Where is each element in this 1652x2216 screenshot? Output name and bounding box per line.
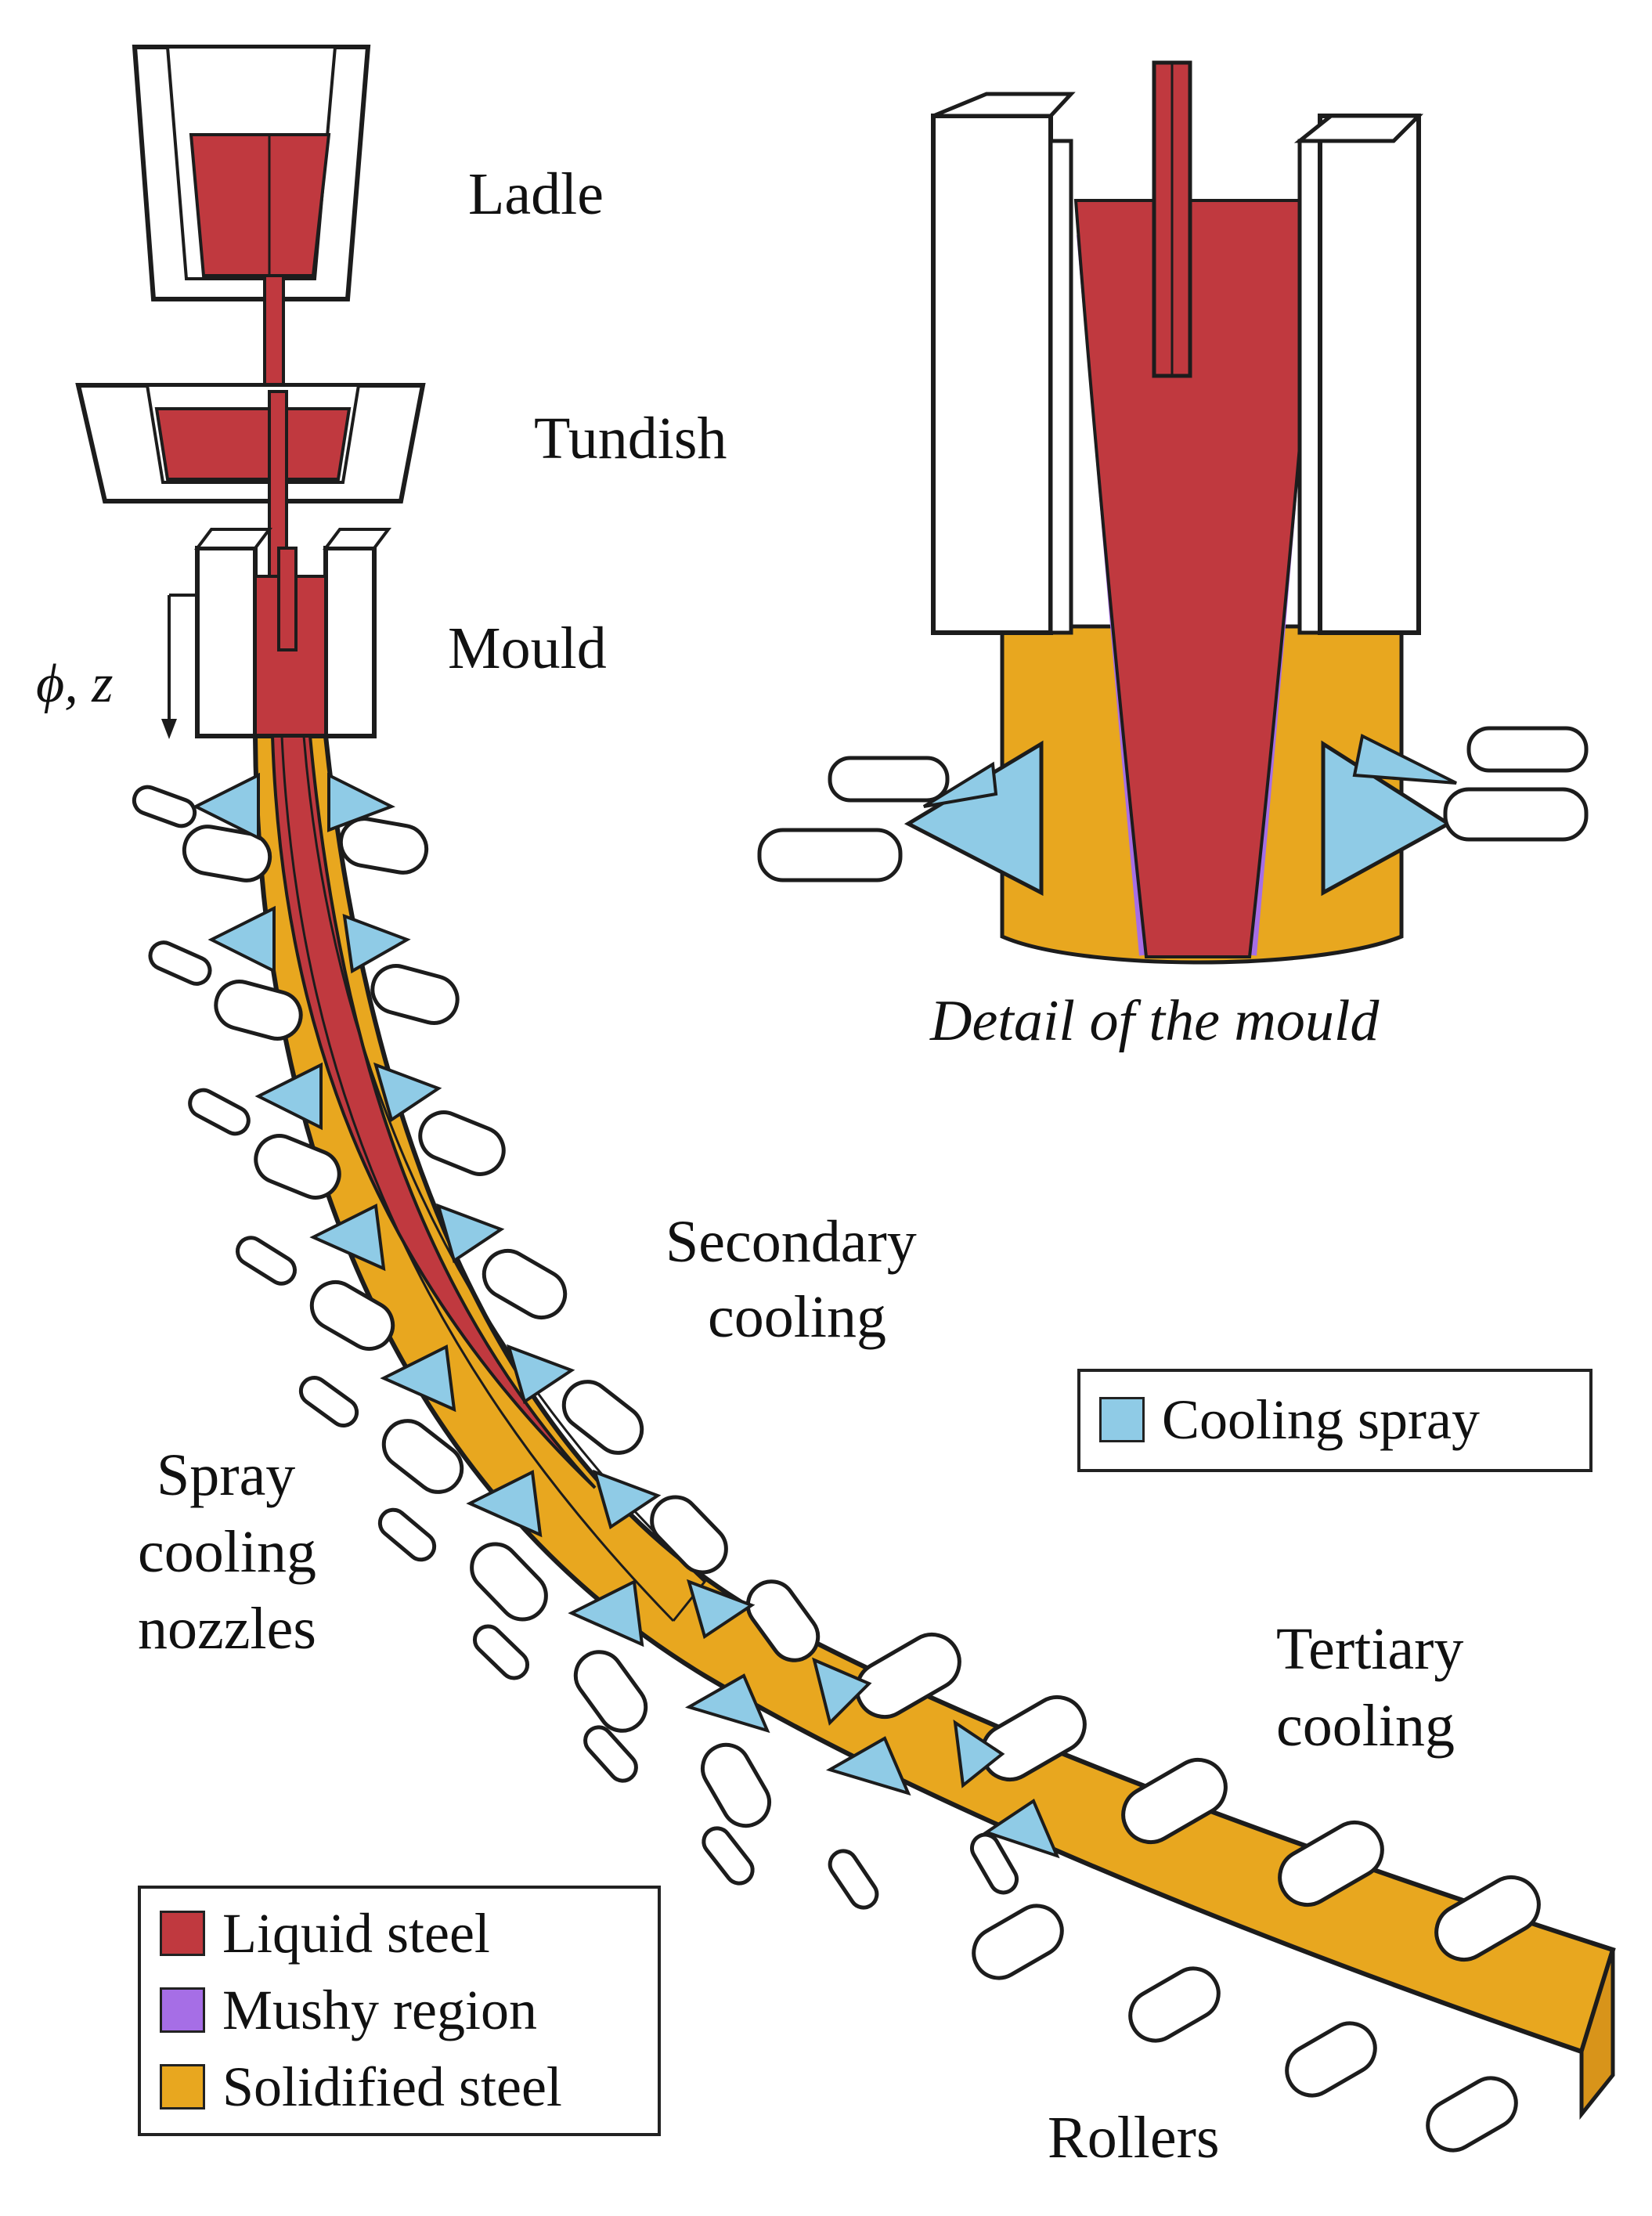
roller-group — [132, 785, 1541, 2153]
cooling-spray-15 — [812, 1657, 872, 1726]
tertiary-label-2: cooling — [1276, 1693, 1455, 1759]
roller-right-4 — [561, 1380, 644, 1455]
roller-right-2 — [418, 1110, 506, 1176]
cooling-spray-8 — [380, 1344, 456, 1413]
spray-nozzle-1 — [148, 940, 212, 986]
spray-nozzle-5 — [377, 1507, 437, 1562]
spray-swatch — [1099, 1397, 1145, 1442]
cooling-spray-14 — [684, 1673, 770, 1734]
roller-left-6 — [573, 1650, 648, 1733]
roller-left-5 — [470, 1542, 548, 1622]
legend-row-mushy: Mushy region — [160, 1975, 537, 2045]
spray-nozzle-10 — [970, 1832, 1019, 1895]
axis-label: ϕ, z — [36, 654, 114, 714]
roller-left-0 — [182, 825, 272, 882]
cooling-spray-0 — [192, 772, 260, 841]
spray-nozzle-9 — [828, 1849, 879, 1910]
cooling-spray-18 — [983, 1799, 1060, 1859]
cooling-spray-1 — [327, 772, 395, 832]
spray-label-3: nozzles — [138, 1596, 316, 1662]
secondary-cooling-label: Secondary — [665, 1204, 917, 1279]
mushy-swatch — [160, 1987, 205, 2033]
material-legend: Liquid steel Mushy region Solidified ste… — [138, 1886, 661, 2136]
roller-right-10 — [1278, 1821, 1384, 1907]
roller-lower-3 — [1426, 2076, 1518, 2153]
cooling-spray-4 — [254, 1062, 323, 1131]
spray-nozzle-7 — [583, 1725, 638, 1783]
roller-right-9 — [1121, 1758, 1228, 1844]
spray-nozzle-2 — [188, 1088, 251, 1136]
mould-detail — [757, 60, 1589, 965]
roller-lower-2 — [1285, 2021, 1377, 2098]
solid-swatch — [160, 2064, 205, 2110]
cooling-spray-10 — [466, 1469, 543, 1538]
roller-left-7 — [701, 1742, 771, 1828]
spray-label-1: Spray — [157, 1442, 296, 1508]
ladle-label: Ladle — [468, 161, 604, 227]
tertiary-label-1: Tertiary — [1276, 1616, 1464, 1682]
spray-nozzle-6 — [472, 1624, 530, 1680]
roller-right-5 — [650, 1495, 728, 1575]
cooling-spray-12 — [568, 1579, 644, 1648]
spray-legend: Cooling spray — [1077, 1369, 1592, 1472]
ladle — [132, 45, 371, 387]
rollers-label: Rollers — [1048, 2105, 1220, 2171]
roller-lower-1 — [1128, 1966, 1221, 2043]
spray-legend-label: Cooling spray — [1162, 1388, 1480, 1451]
legend-label-liquid: Liquid steel — [222, 1902, 490, 1965]
spray-label-2: cooling — [138, 1519, 316, 1585]
mould-label: Mould — [448, 615, 607, 681]
roller-lower-0 — [972, 1904, 1064, 1980]
roller-right-11 — [1434, 1875, 1541, 1962]
roller-right-1 — [370, 964, 460, 1025]
legend-row-solid: Solidified steel — [160, 2052, 562, 2122]
spray-nozzle-4 — [298, 1375, 359, 1428]
cooling-spray-16 — [825, 1736, 911, 1796]
tundish — [75, 383, 426, 581]
secondary-line-1: Secondary — [665, 1209, 917, 1275]
cooling-spray-2 — [207, 905, 276, 974]
roller-right-3 — [482, 1249, 568, 1319]
cooling-spray-6 — [309, 1203, 386, 1272]
detail-caption: Detail of the mould — [930, 989, 1380, 1053]
cooling-spray-11 — [592, 1469, 662, 1530]
cooling-spray-3 — [342, 913, 411, 974]
roller-left-4 — [381, 1419, 464, 1494]
legend-row-liquid: Liquid steel — [160, 1898, 490, 1969]
spray-legend-row: Cooling spray — [1099, 1384, 1480, 1455]
tundish-label: Tundish — [534, 406, 727, 471]
legend-label-solid: Solidified steel — [222, 2055, 562, 2118]
roller-right-0 — [338, 817, 429, 875]
spray-nozzle-8 — [702, 1826, 755, 1886]
legend-label-mushy: Mushy region — [222, 1979, 537, 2041]
spray-group — [192, 772, 1060, 1859]
roller-left-3 — [309, 1280, 395, 1351]
spray-nozzle-3 — [235, 1236, 298, 1286]
cooling-spray-9 — [506, 1344, 575, 1405]
cooling-spray-13 — [686, 1579, 756, 1640]
roller-left-1 — [214, 980, 303, 1041]
roller-left-2 — [254, 1134, 341, 1200]
secondary-cooling-label-2: cooling — [708, 1284, 886, 1350]
spray-nozzle-0 — [132, 785, 197, 828]
cooling-spray-17 — [953, 1719, 1005, 1788]
roller-right-6 — [745, 1579, 821, 1662]
cooling-spray-7 — [435, 1203, 505, 1264]
mould — [194, 528, 391, 738]
cooling-spray-5 — [373, 1062, 442, 1123]
liquid-swatch — [160, 1911, 205, 1956]
roller-right-7 — [855, 1633, 961, 1719]
axis-arrow — [161, 594, 197, 739]
